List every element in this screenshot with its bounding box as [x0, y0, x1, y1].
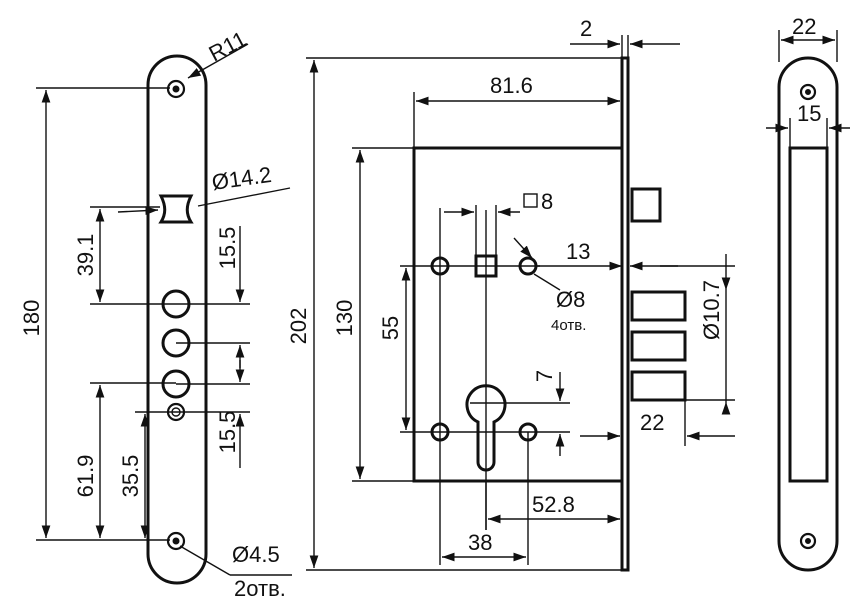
top-screw-hole	[166, 79, 186, 99]
bolt-projection-label: 22	[640, 410, 664, 435]
mount-hole-count-label: 4отв.	[551, 317, 586, 334]
cam-hole	[158, 194, 194, 224]
lower-offset-2-label: 35.5	[118, 455, 143, 498]
case-height-label: 130	[332, 300, 357, 337]
case-depth-label: 81.6	[490, 73, 533, 98]
faceplate-thickness-label: 2	[580, 16, 592, 41]
faceplate-bottom-hole	[799, 532, 817, 550]
lock-body-view: 2 81.6 202 130 55 8 13 Ø8 4отв.	[286, 16, 735, 572]
deadbolt-1	[630, 290, 687, 322]
top-screw-hole-center	[172, 85, 180, 93]
lower-offset-1-label: 61.9	[73, 455, 98, 498]
upper-pitch-label: 15.5	[215, 227, 240, 270]
bottom-screw-hole	[166, 531, 186, 551]
faceplate-outline	[777, 56, 839, 572]
faceplate-width-label: 22	[792, 14, 816, 39]
radius-label: R11	[205, 26, 251, 66]
backset-label: 52.8	[532, 492, 575, 517]
faceplate-slot	[788, 146, 829, 483]
square-symbol-icon	[523, 193, 538, 208]
square-label: 8	[541, 189, 553, 214]
faceplate-top-hole-center	[805, 89, 811, 95]
strike-plate-outline	[146, 54, 208, 585]
bolt-diameter-label: Ø10.7	[699, 280, 724, 340]
bottom-screw-hole-center	[172, 537, 180, 545]
cam-hole-label: Ø14.2	[210, 162, 273, 195]
backset-hole-label: 13	[566, 239, 590, 264]
faceplate-inner-width-label: 15	[797, 101, 821, 126]
deadbolt-3	[630, 370, 687, 402]
lock-case	[412, 146, 624, 483]
screw-hole-label: Ø4.5	[232, 542, 280, 567]
upper-offset-label: 39.1	[73, 234, 98, 277]
hole-spacing-label: 55	[378, 316, 403, 340]
hole-pitch-label: 38	[468, 530, 492, 555]
faceplate-top-hole	[799, 83, 817, 101]
screw-hole-count-label: 2отв.	[234, 576, 286, 601]
faceplate-bottom-hole-center	[805, 538, 811, 544]
deadbolt-2	[630, 330, 687, 362]
latch-bolt	[630, 187, 662, 223]
faceplate-length-label: 202	[286, 308, 311, 345]
lower-pitch-label: 15.5	[215, 411, 240, 454]
overall-length-label: 180	[19, 300, 44, 337]
mount-hole-label: Ø8	[556, 287, 585, 312]
faceplate-view: 22 15	[766, 14, 850, 572]
strike-plate-view: 180 39.1 15.5 15.5 61.9 35.5 R11 Ø14.2	[19, 26, 292, 601]
cylinder-offset-label: 7	[532, 370, 557, 382]
